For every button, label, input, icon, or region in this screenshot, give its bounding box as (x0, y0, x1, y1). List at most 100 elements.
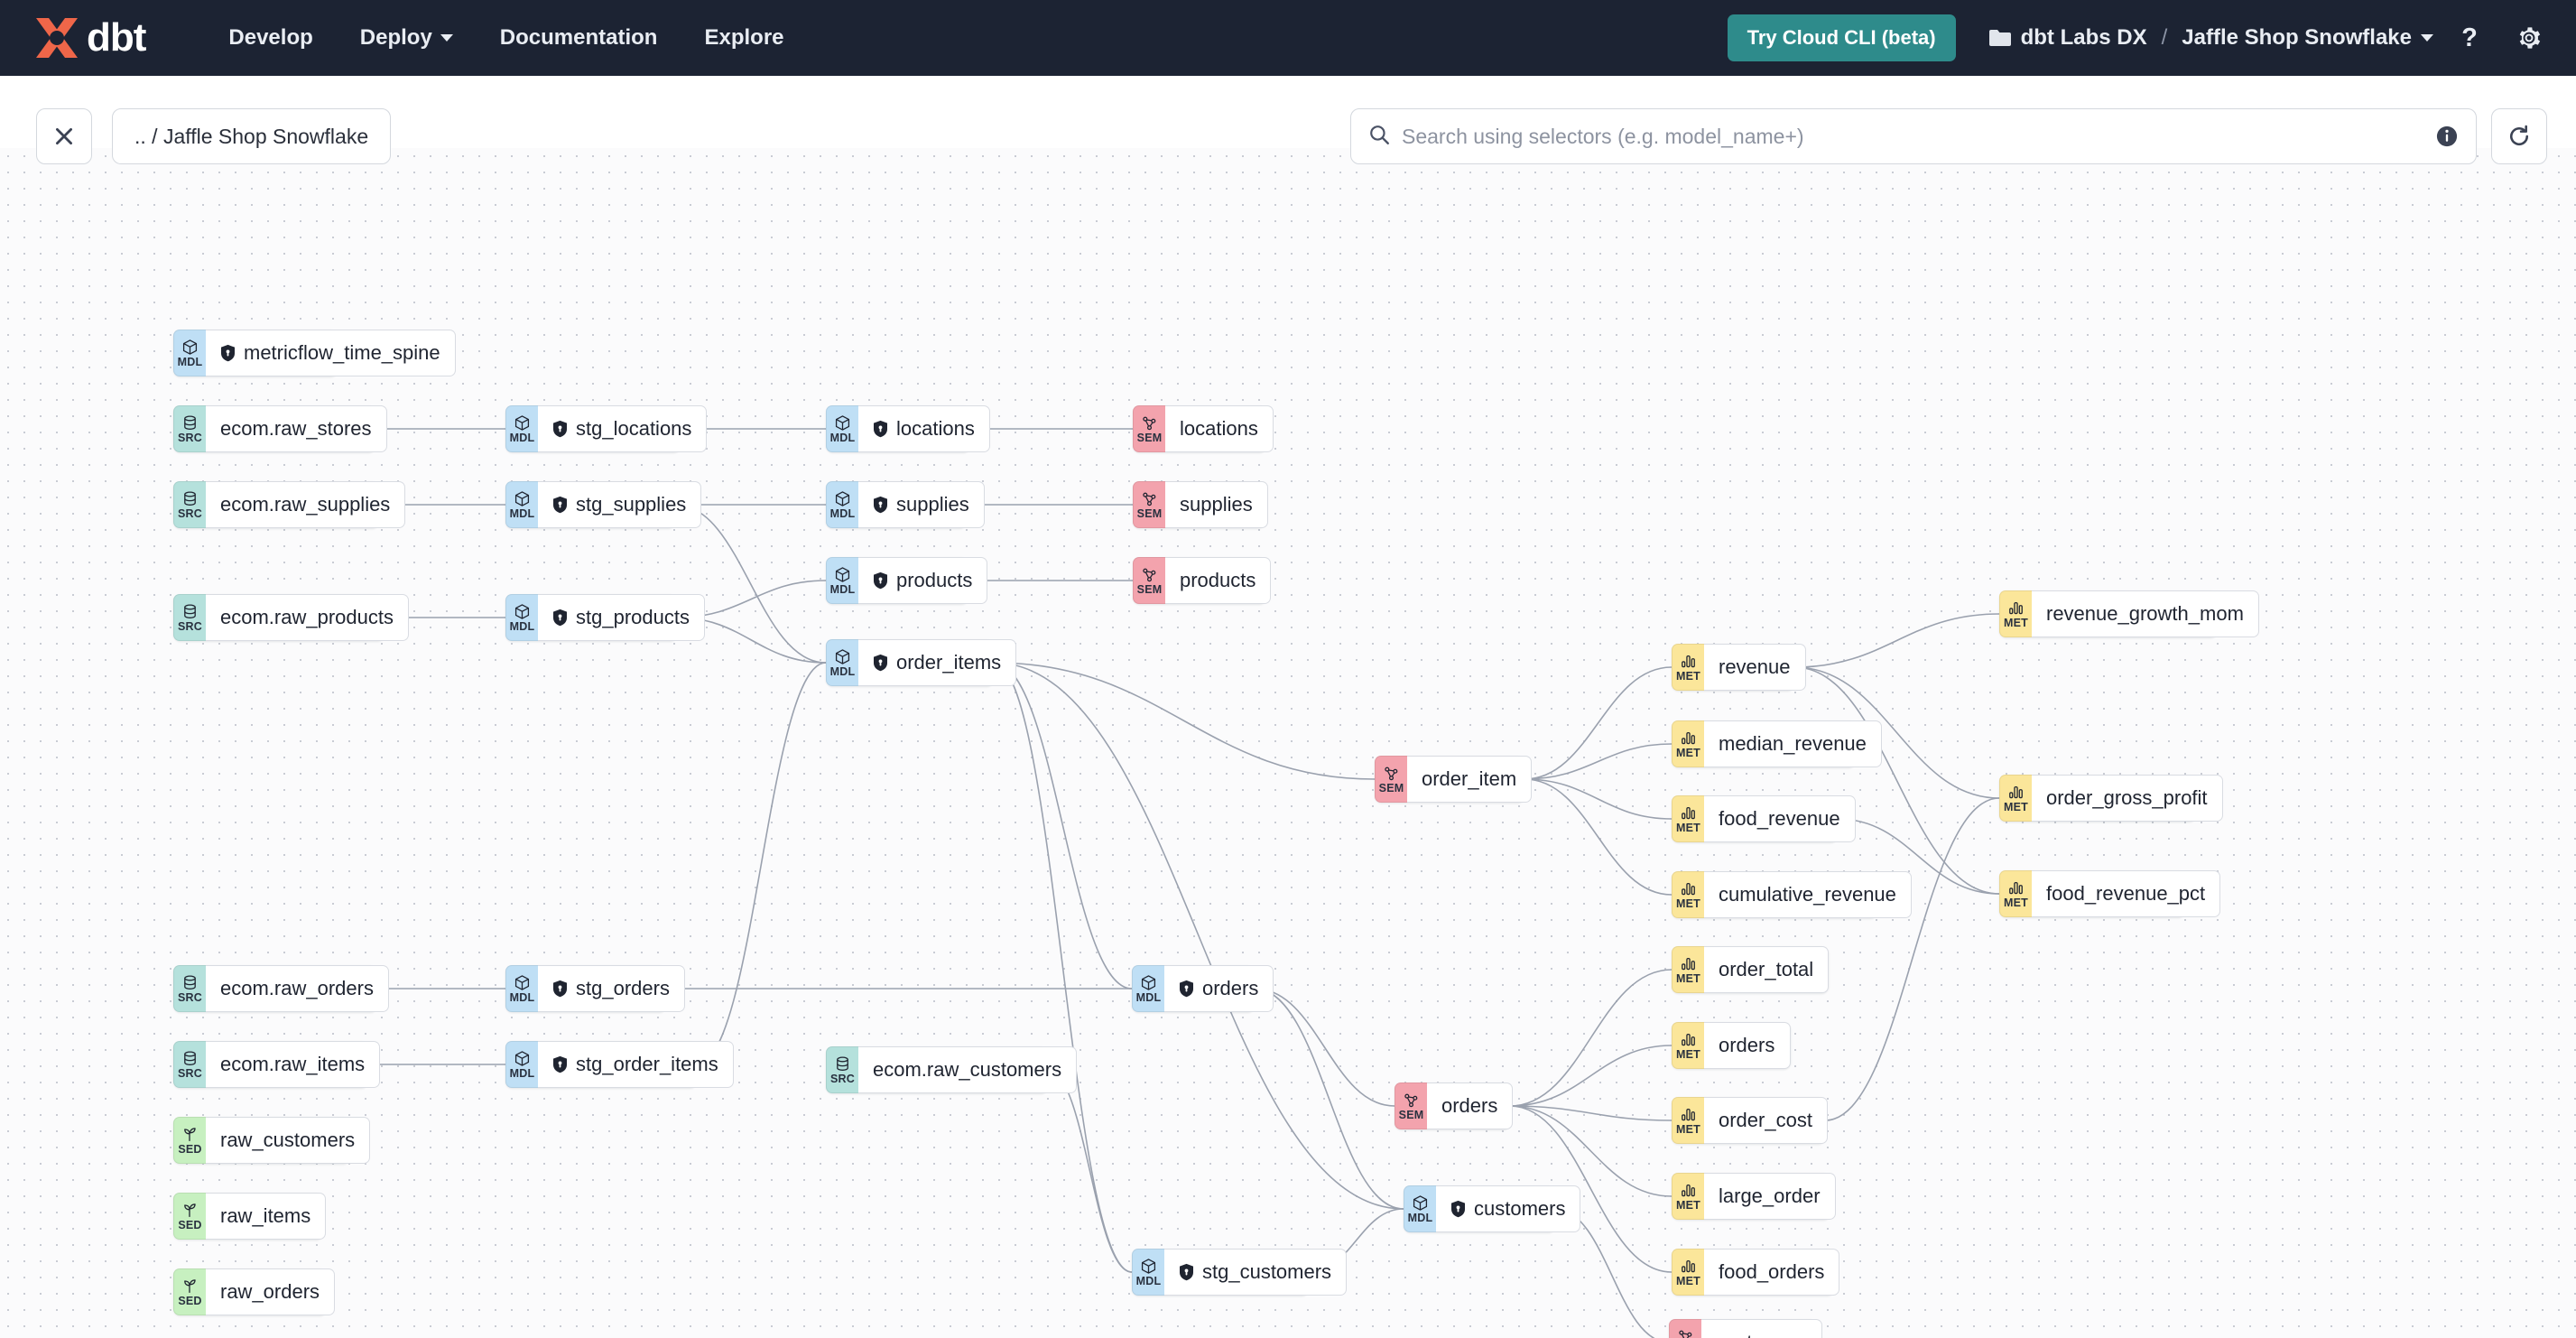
lineage-edge (1524, 743, 1673, 780)
node-label: customers (1716, 1331, 1807, 1338)
node-body: ecom.raw_customers (858, 1046, 1078, 1093)
node-type-badge-mdl: MDL (1404, 1185, 1436, 1232)
breadcrumb-project[interactable]: Jaffle Shop Snowflake (2182, 25, 2433, 51)
refresh-button[interactable] (2491, 108, 2547, 164)
lineage-edge (993, 662, 1133, 990)
try-cloud-cli-button[interactable]: Try Cloud CLI (beta) (1727, 14, 1956, 61)
node-label: raw_items (220, 1204, 311, 1227)
settings-button[interactable] (2506, 14, 2553, 61)
question-mark-icon: ? (2461, 24, 2478, 51)
node-type-label: MDL (509, 619, 535, 633)
node-type-badge-sem: SEM (1133, 481, 1165, 528)
protected-shield-icon (874, 571, 887, 590)
node-type-badge-src: SRC (173, 594, 206, 641)
node-type-label: MDL (509, 1066, 535, 1080)
lineage-edge (1524, 666, 1673, 780)
close-lineage-button[interactable] (36, 108, 92, 164)
node-body: revenue (1704, 644, 1806, 691)
node-label: orders (1202, 977, 1259, 999)
svg-text:?: ? (2461, 24, 2478, 51)
node-body: cumulative_revenue (1704, 871, 1912, 918)
node-type-badge-met: MET (1672, 1173, 1704, 1220)
node-body: ecom.raw_products (206, 594, 409, 641)
node-type-badge-mdl: MDL (505, 594, 538, 641)
node-body: ecom.raw_stores (206, 405, 387, 452)
node-type-label: MET (1676, 1274, 1700, 1287)
node-type-label: MET (1676, 971, 1700, 985)
lineage-edge (1254, 988, 1404, 1210)
bar-chart-icon (2007, 599, 2025, 618)
node-type-label: SEM (1136, 506, 1163, 520)
protected-shield-icon (553, 1055, 567, 1073)
graph-nodes-icon (1677, 1328, 1694, 1338)
sprout-icon (181, 1202, 199, 1220)
node-body: order_items (858, 639, 1017, 686)
dbt-logo[interactable]: dbt (31, 14, 146, 61)
nav-link-documentation[interactable]: Documentation (477, 16, 681, 60)
node-label: raw_customers (220, 1129, 356, 1151)
node-label: median_revenue (1719, 732, 1867, 755)
cube-icon (1140, 974, 1157, 992)
node-type-label: MDL (509, 431, 535, 444)
node-type-badge-met: MET (1672, 1097, 1704, 1144)
nav-link-explore[interactable]: Explore (681, 16, 807, 60)
search-input[interactable] (1402, 124, 2434, 149)
breadcrumb-account-label: dbt Labs DX (2020, 25, 2147, 50)
lineage-edge (993, 662, 1376, 780)
node-type-badge-met: MET (1672, 795, 1704, 842)
nav-link-develop[interactable]: Develop (205, 16, 336, 60)
database-icon (181, 974, 199, 992)
node-body: stg_products (538, 594, 705, 641)
breadcrumb-account[interactable]: dbt Labs DX (1988, 25, 2147, 51)
nav-link-deploy[interactable]: Deploy (337, 16, 477, 60)
lineage-breadcrumb-button[interactable]: .. / Jaffle Shop Snowflake (112, 108, 392, 164)
graph-nodes-icon (1383, 765, 1400, 783)
dbt-logo-icon (31, 14, 83, 61)
node-type-label: MET (2004, 800, 2028, 813)
lineage-node-sem_customers[interactable]: SEMcustomers (1669, 1319, 1823, 1338)
info-icon[interactable] (2434, 124, 2460, 149)
help-button[interactable]: ? (2446, 14, 2493, 61)
nav-link-deploy-label: Deploy (359, 25, 432, 50)
